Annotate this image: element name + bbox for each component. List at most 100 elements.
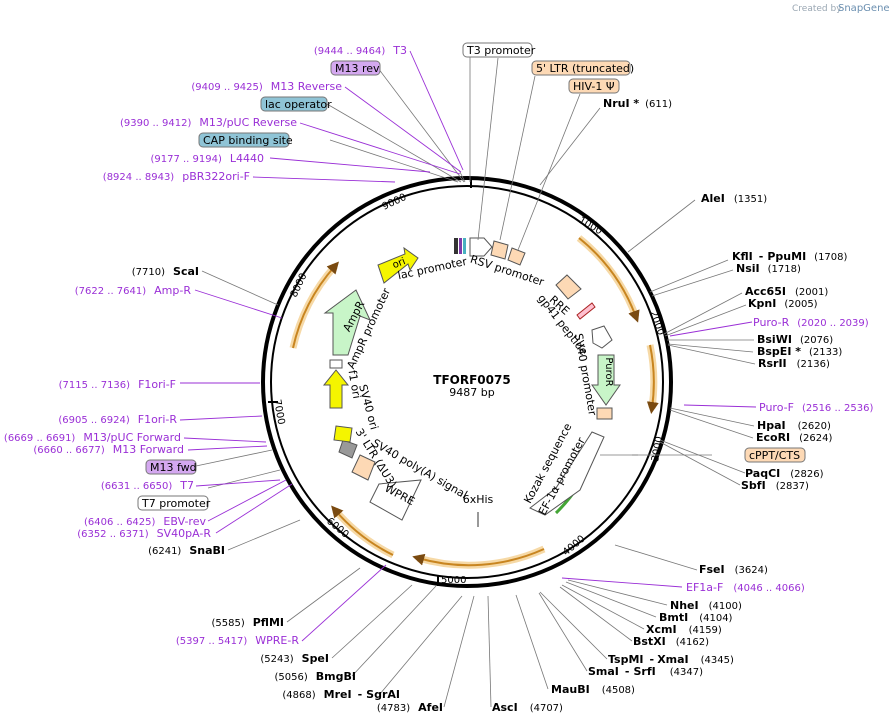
primer-f1ori-f: (7115 .. 7136)F1ori-F (59, 378, 176, 391)
conn-bstxi (559, 586, 633, 642)
conn-alei (627, 199, 696, 253)
orf-arc-5-line (292, 261, 339, 349)
pconn-pbr322 (252, 176, 396, 183)
conn-asci (487, 595, 492, 708)
orf-arc-1-line (578, 237, 640, 323)
conn-tspmi (539, 591, 608, 660)
ltr3-shape (351, 454, 376, 481)
box-label-t3-promoter: T3 promoter (466, 44, 536, 57)
conn-hiv (517, 93, 581, 251)
conn-sbfi (659, 441, 741, 486)
feature-sv40-promoter: SV40 promoter (572, 332, 599, 417)
site-afei: (4783)AfeI (377, 701, 443, 714)
conn-cap (329, 139, 459, 183)
feature-f1-ori: f1 ori (346, 369, 364, 400)
puror-inner-label: PuroR (603, 357, 614, 386)
ampr-shape (323, 289, 371, 356)
site-smai: SmaI-SrfI(4347) (588, 665, 703, 678)
pconn-purof (683, 404, 757, 408)
sv40-ori-shape (333, 425, 353, 443)
left-primers: (9444 .. 9464)T3 (9409 .. 9425)M13 Rever… (4, 44, 407, 647)
orf-arcs (289, 235, 659, 569)
brand-prefix: Created by (792, 4, 842, 14)
ef1a-shape (529, 431, 605, 516)
pconn-puror (669, 321, 753, 337)
pconn-m13fwd (187, 445, 268, 451)
conn-lacop (326, 103, 462, 183)
box-label-m13-rev: M13 rev (335, 62, 380, 75)
ori-inner-label: ori (391, 256, 407, 271)
feature-shapes: PuroR ori (322, 237, 621, 527)
site-bsiwi: BsiWI(2076) (757, 333, 833, 346)
rsv-promoter-shape (469, 237, 493, 257)
primer-m13puc-reverse: (9390 .. 9412)M13/pUC Reverse (120, 116, 297, 129)
conn-bspei (667, 343, 754, 353)
right-primers: Puro-R(2020 .. 2039) Puro-F(2516 .. 2536… (686, 316, 873, 594)
psi-shape (507, 247, 526, 266)
primer-puro-f: Puro-F(2516 .. 2536) (759, 401, 873, 414)
puror-shape (591, 354, 621, 406)
box-hiv (568, 78, 620, 94)
site-scai: (7710)ScaI (132, 265, 199, 278)
site-bspei: BspEI *(2133) (757, 345, 842, 358)
boxed-labels: T3 promoter 5' LTR (truncated) HIV-1 Ψ M… (137, 42, 806, 511)
pconn-sv40pa (215, 483, 293, 534)
site-asci: AscI(4707) (492, 701, 563, 714)
orf-arc-2-line (646, 344, 659, 414)
lac-shape-b (459, 238, 462, 254)
primer-sv40pa-r: (6352 .. 6371)SV40pA-R (77, 527, 211, 540)
right-sites: NruI *(611) AleI(1351) KflI-PpuMI(1708) … (492, 97, 848, 714)
sv40-promoter-shape (591, 325, 613, 349)
tick-7000: 7000 (271, 399, 286, 426)
ltr5-shape (490, 240, 509, 260)
backbone-outer-ring (261, 176, 673, 588)
primer-m13puc-forward: (6669 .. 6691)M13/pUC Forward (4, 431, 181, 444)
site-kfli: KflI-PpuMI(1708) (732, 250, 848, 263)
plasmid-name: TFORF0075 (433, 373, 510, 387)
conn-fsei (614, 544, 698, 571)
pconn-ampr (194, 289, 283, 319)
site-hpai: HpaI(2620) (757, 419, 831, 432)
conn-acc65i (663, 292, 743, 335)
site-paqci: PaqCI(2826) (745, 467, 824, 480)
snapgene-logo: SnapGene (838, 3, 889, 14)
box-cap (198, 132, 290, 148)
box-label-m13-fwd: M13 fwd (150, 461, 197, 474)
pconn-t3 (409, 50, 464, 171)
pconn-ebv (207, 479, 287, 522)
orf-arc-4-line (331, 505, 394, 556)
site-ecori: EcoRI(2624) (756, 431, 833, 444)
conn-nhei (567, 579, 668, 606)
box-label-5ltr: 5' LTR (truncated) (536, 62, 634, 75)
tick-5000: 5000 (441, 575, 466, 586)
site-bstxi: BstXI(4162) (633, 635, 709, 648)
cppt-shape (596, 407, 613, 420)
pconn-t7 (195, 479, 281, 487)
site-kpni: KpnI(2005) (748, 297, 818, 310)
site-nrui: NruI *(611) (603, 97, 672, 110)
site-xcmi: XcmI(4159) (646, 623, 722, 636)
orf-arc-3-line (412, 548, 545, 567)
conn-nsii (651, 269, 734, 297)
lac-shape-a (454, 238, 458, 254)
pconn-m13puc-fwd (183, 437, 267, 443)
conn-pflmi (286, 567, 361, 623)
conn-ecori (669, 409, 754, 439)
ampr-promoter-shape (329, 359, 343, 369)
primer-connectors (179, 50, 757, 642)
conn-maubi (515, 594, 549, 690)
box-label-cppt: cPPT/CTS (749, 449, 800, 462)
conn-mrei (379, 595, 463, 695)
site-pflmi: (5585)PflMI (211, 616, 284, 629)
conn-t3-promoter (458, 169, 466, 183)
primer-l4440: (9177 .. 9194)L4440 (150, 152, 264, 165)
site-sbfi: SbfI(2837) (741, 479, 809, 492)
sv40-polya-shape (338, 439, 358, 459)
tick-3000: 3000 (650, 436, 665, 463)
conn-spei (331, 584, 413, 659)
conn-snabi (227, 519, 301, 551)
primer-t3: (9444 .. 9464)T3 (314, 44, 407, 57)
primer-m13-forward: (6660 .. 6677)M13 Forward (33, 443, 184, 456)
primer-ebv-rev: (6406 .. 6425)EBV-rev (84, 515, 206, 528)
conn-bmti (565, 581, 657, 618)
